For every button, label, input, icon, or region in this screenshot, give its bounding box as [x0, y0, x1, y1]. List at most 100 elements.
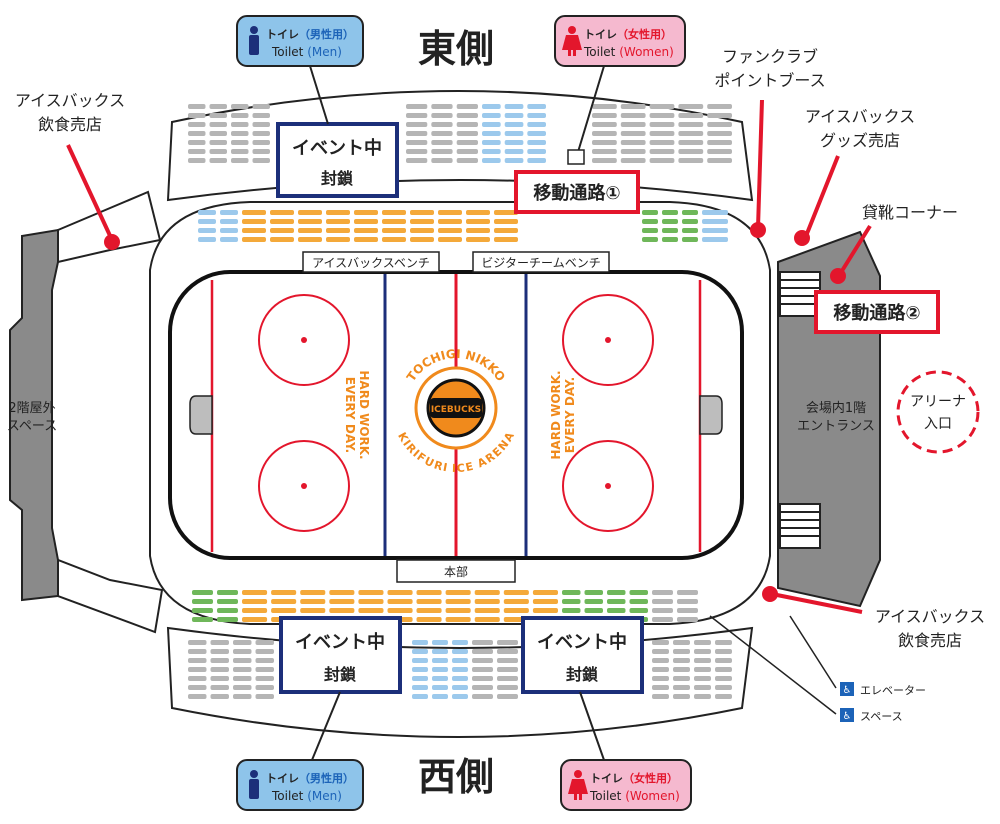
goal-right: [699, 395, 723, 435]
toilet-bottom-women-leader: [579, 691, 605, 761]
seat-row-segment: [255, 685, 274, 690]
man-icon: [249, 26, 259, 55]
outdoor-space-label: 2階屋外 スペース: [7, 401, 57, 434]
seat-row-segment: [387, 608, 413, 613]
seat-row-segment: [652, 599, 673, 604]
seat-row-segment: [592, 158, 617, 163]
seat-row-segment: [271, 608, 297, 613]
svg-text:HARD WORK.: HARD WORK.: [549, 370, 563, 459]
seat-row-segment: [416, 617, 442, 622]
seat-row-segment: [329, 590, 355, 595]
seat-row-segment: [707, 140, 732, 145]
seat-row-segment: [217, 608, 238, 613]
seat-row-segment: [210, 640, 229, 645]
seat-row-segment: [410, 219, 434, 224]
seat-row-segment: [188, 122, 206, 127]
seat-row-segment: [466, 237, 490, 242]
seat-row-segment: [452, 640, 468, 645]
seat-row-segment: [592, 140, 617, 145]
seat-row-segment: [715, 685, 732, 690]
entrance-label: 会場内1階 エントランス: [797, 400, 875, 434]
seat-row-segment: [652, 617, 673, 622]
seat-row-segment: [649, 140, 675, 145]
seat-row-segment: [416, 599, 442, 604]
seat-row-segment: [217, 617, 238, 622]
home-bench-box: [302, 251, 440, 273]
seat-row-segment: [209, 158, 227, 163]
seat-row-segment: [209, 140, 227, 145]
seat-row-segment: [662, 210, 678, 215]
seat-row-segment: [702, 210, 728, 215]
seat-row-segment: [252, 131, 270, 136]
seat-row-segment: [188, 640, 207, 645]
west-seat-rows: [188, 640, 732, 699]
seat-row-segment: [416, 608, 442, 613]
seat-row-segment: [210, 694, 229, 699]
seat-row-segment: [678, 113, 704, 118]
seat-row-segment: [354, 228, 378, 233]
seat-row-segment: [707, 122, 732, 127]
seat-row-segment: [497, 649, 518, 654]
seat-row-segment: [673, 658, 690, 663]
seat-row-segment: [188, 104, 206, 109]
seat-row-segment: [527, 113, 546, 118]
seat-row-segment: [472, 676, 493, 681]
seat-row-segment: [210, 685, 229, 690]
seat-row-segment: [255, 649, 274, 654]
left-connector: [57, 190, 162, 264]
seat-row-segment: [431, 122, 453, 127]
seat-row-segment: [192, 590, 213, 595]
seat-row-segment: [482, 122, 501, 127]
seat-row-segment: [220, 237, 238, 242]
seat-row-segment: [607, 590, 626, 595]
seat-row-segment: [432, 685, 448, 690]
seat-row-segment: [233, 676, 252, 681]
toilet-top-women-leader: [577, 65, 605, 153]
seat-row-segment: [472, 694, 493, 699]
seat-row-segment: [271, 590, 297, 595]
seat-row-segment: [472, 667, 493, 672]
seat-row-segment: [432, 667, 448, 672]
seat-row-segment: [472, 658, 493, 663]
seat-row-segment: [562, 608, 581, 613]
seat-row-segment: [715, 694, 732, 699]
svg-text:入口: 入口: [924, 416, 952, 432]
faceoff-dots: [301, 337, 611, 489]
seat-row-segment: [410, 210, 434, 215]
svg-text:アイスバックス: アイスバックス: [15, 91, 125, 110]
wheelchair-icon: [840, 682, 854, 696]
seat-row-segment: [231, 140, 249, 145]
seat-row-segment: [642, 237, 658, 242]
seat-row-segment: [231, 104, 249, 109]
seat-row-segment: [431, 158, 453, 163]
seat-row-segment: [438, 237, 462, 242]
seat-row-segment: [662, 219, 678, 224]
svg-text:Toilet (Women): Toilet (Women): [589, 789, 680, 803]
seat-row-segment: [673, 649, 690, 654]
seat-row-segment: [584, 599, 603, 604]
elevator-legend-leaders: [709, 615, 837, 715]
svg-text:イベント中: イベント中: [537, 631, 627, 653]
seat-row-segment: [270, 219, 294, 224]
seat-row-segment: [466, 228, 490, 233]
seat-row-segment: [198, 219, 216, 224]
poi-goods: アイスバックス グッズ売店: [805, 107, 915, 150]
seat-row-segment: [438, 228, 462, 233]
toilet-bottom-men-badge: トイレ（男性用） Toilet (Men): [236, 759, 364, 811]
seat-row-segment: [678, 131, 704, 136]
passage-2-box: 移動通路②: [814, 290, 940, 334]
poi-food-right: アイスバックス 飲食売店: [875, 607, 985, 650]
seat-row-segment: [242, 617, 268, 622]
seat-row-segment: [410, 228, 434, 233]
seat-row-segment: [694, 640, 711, 645]
seat-row-segment: [198, 210, 216, 215]
seat-row-segment: [649, 104, 675, 109]
seat-row-segment: [592, 104, 617, 109]
seat-row-segment: [382, 219, 406, 224]
seat-row-segment: [629, 599, 648, 604]
seat-row-segment: [456, 113, 478, 118]
seat-row-segment: [474, 608, 500, 613]
toilet-top-men-badge: トイレ（男性用） Toilet (Men): [236, 15, 364, 67]
seat-row-segment: [431, 104, 453, 109]
seat-row-segment: [354, 219, 378, 224]
